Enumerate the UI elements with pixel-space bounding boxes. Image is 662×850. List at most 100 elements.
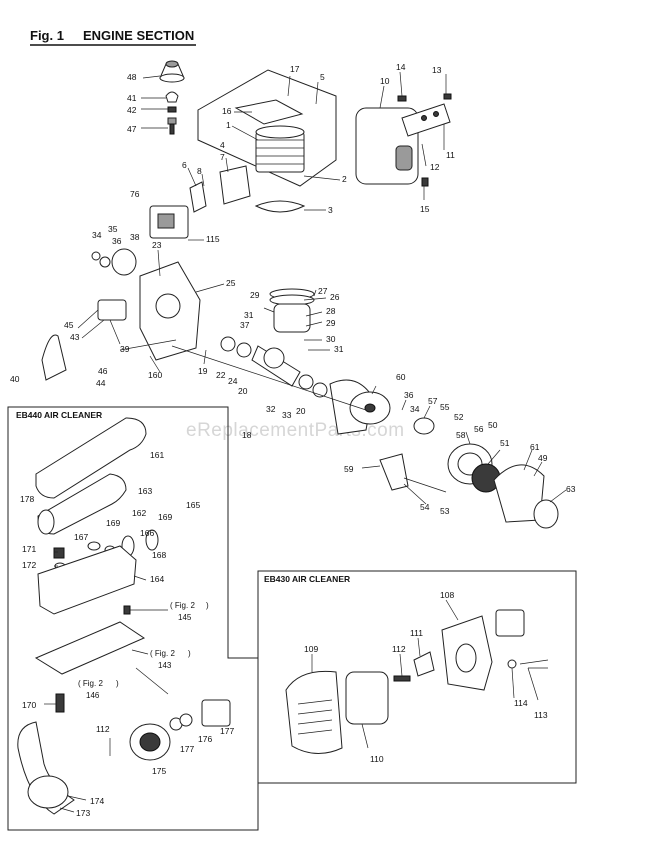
gasket-176-177 <box>169 713 193 731</box>
callout-112a: 112 <box>96 724 110 734</box>
starter-pawl-59 <box>379 453 409 491</box>
callout-167: 167 <box>74 532 88 542</box>
callout-52: 52 <box>454 412 464 422</box>
callout-174: 174 <box>90 796 104 806</box>
fig2-ref-146-line2: 146 <box>86 691 100 700</box>
callout-39: 39 <box>120 344 130 354</box>
pulley-52 <box>413 417 435 435</box>
clamp-166 <box>145 529 159 551</box>
callout-165: 165 <box>186 500 200 510</box>
callout-19: 19 <box>198 366 208 376</box>
callout-61: 61 <box>530 442 540 452</box>
callout-40: 40 <box>10 374 20 384</box>
callout-110: 110 <box>370 754 384 764</box>
fig2-ref-146: ( Fig. 2 146 ) <box>78 679 119 700</box>
callout-56: 56 <box>474 424 484 434</box>
callout-16: 16 <box>222 106 232 116</box>
plate-6 <box>189 181 207 213</box>
callout-30: 30 <box>326 334 336 344</box>
callout-6: 6 <box>182 160 187 170</box>
gasket-fig2-143 <box>34 621 146 675</box>
spark-plug-47 <box>167 117 177 135</box>
eb440-title: EB440 AIR CLEANER <box>16 410 102 420</box>
terminal-42 <box>167 106 177 113</box>
callout-42: 42 <box>127 105 137 115</box>
fig2-ref-143-line1: ( Fig. 2 <box>150 649 175 658</box>
wire-40 <box>41 334 67 381</box>
carburetor-76 <box>149 205 189 239</box>
callout-31a: 31 <box>244 310 254 320</box>
cover-109 <box>285 670 343 754</box>
callout-36b: 36 <box>404 390 414 400</box>
callout-20a: 20 <box>238 386 248 396</box>
screw-112-eb430 <box>393 675 411 682</box>
callout-27: 27 <box>318 286 328 296</box>
callout-32: 32 <box>266 404 276 414</box>
callout-51: 51 <box>500 438 510 448</box>
crankshaft-32 <box>251 345 301 387</box>
callout-113: 113 <box>534 710 548 720</box>
callout-162: 162 <box>132 508 146 518</box>
eb430-title: EB430 AIR CLEANER <box>264 574 350 584</box>
callout-169b: 169 <box>106 518 120 528</box>
callout-53: 53 <box>440 506 450 516</box>
callout-177b: 177 <box>180 744 194 754</box>
crankcase-half <box>139 261 201 361</box>
callout-166: 166 <box>140 528 154 538</box>
callout-175: 175 <box>152 766 166 776</box>
bolt-170 <box>55 693 65 713</box>
section-title: ENGINE SECTION <box>83 28 194 43</box>
callout-60: 60 <box>396 372 406 382</box>
bearing-20-33 <box>298 374 328 398</box>
spacer-34-35-36 <box>91 251 111 268</box>
callout-63: 63 <box>566 484 576 494</box>
callout-35: 35 <box>108 224 118 234</box>
piston-rings-27 <box>269 288 315 306</box>
callout-4: 4 <box>220 140 225 150</box>
callout-49: 49 <box>538 453 548 463</box>
callout-31b: 31 <box>334 344 344 354</box>
callout-170: 170 <box>22 700 36 710</box>
bolt-14 <box>397 95 407 102</box>
muffler-10 <box>355 107 419 185</box>
fig2-ref-145: ( Fig. 2 145 ) <box>170 601 209 622</box>
fig2-ref-146-line1: ( Fig. 2 <box>78 679 103 688</box>
piston-26 <box>273 303 311 333</box>
callout-171: 171 <box>22 544 36 554</box>
callout-176: 176 <box>198 734 212 744</box>
plate-111 <box>413 651 435 677</box>
callout-15: 15 <box>420 204 430 214</box>
callout-115: 115 <box>206 234 220 244</box>
callout-14: 14 <box>396 62 406 72</box>
callout-58: 58 <box>456 430 466 440</box>
callout-38: 38 <box>130 232 140 242</box>
callout-114: 114 <box>514 698 528 708</box>
spark-plug-boot-41 <box>165 91 179 103</box>
callout-labels: 48 41 42 47 17 5 16 1 4 7 6 8 2 3 14 13 … <box>10 62 576 818</box>
rope-53 <box>403 477 447 493</box>
callout-33: 33 <box>282 410 292 420</box>
svg-text:): ) <box>188 649 191 658</box>
callout-169a: 169 <box>158 512 172 522</box>
callout-12: 12 <box>430 162 440 172</box>
ignition-coil-39 <box>97 299 127 321</box>
insulator-38 <box>111 248 137 276</box>
eb430-air-cleaner-box: EB430 AIR CLEANER <box>257 570 577 784</box>
callout-44: 44 <box>96 378 106 388</box>
flywheel-60 <box>349 391 391 425</box>
lever-113-114 <box>507 659 549 669</box>
callout-20b: 20 <box>296 406 306 416</box>
callout-112b: 112 <box>392 644 406 654</box>
svg-text:): ) <box>116 679 119 688</box>
callout-13: 13 <box>432 65 442 75</box>
callout-29a: 29 <box>250 290 260 300</box>
fig2-ref-145-line1: ( Fig. 2 <box>170 601 195 610</box>
callout-34b: 34 <box>410 404 420 414</box>
callout-59: 59 <box>344 464 354 474</box>
callout-47: 47 <box>127 124 137 134</box>
figure-header: Fig. 1 ENGINE SECTION <box>30 28 196 46</box>
callout-37: 37 <box>240 320 250 330</box>
callout-17: 17 <box>290 64 300 74</box>
element-110 <box>345 671 389 725</box>
nut-13 <box>443 93 452 100</box>
